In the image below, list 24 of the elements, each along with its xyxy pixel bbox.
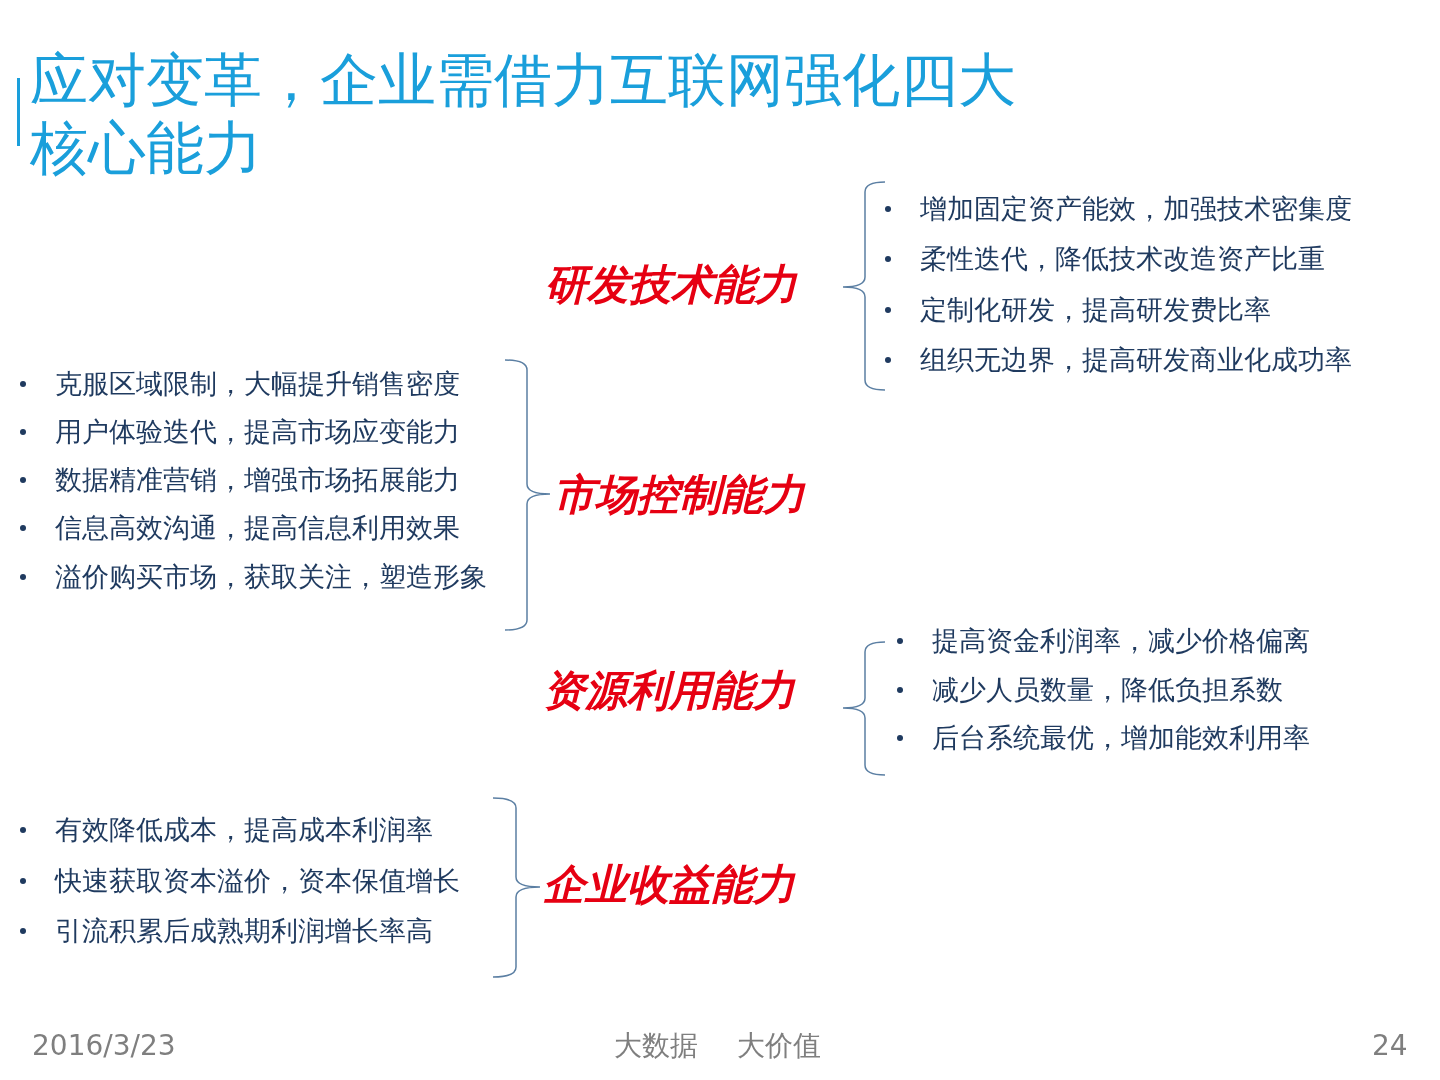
bullet-text: 快速获取资本溢价，资本保值增长 [55, 864, 460, 898]
bullet-text: 溢价购买市场，获取关注，塑造形象 [55, 560, 487, 594]
capability-heading: 研发技术能力 [545, 259, 797, 311]
slide-title: 应对变革，企业需借力互联网强化四大核心能力 [30, 46, 1017, 182]
bullet-text: 数据精准营销，增强市场拓展能力 [55, 463, 460, 497]
page-number: 24 [1372, 1029, 1408, 1063]
bullet-text: 用户体验迭代，提高市场应变能力 [55, 415, 460, 449]
bullet-text: 增加固定资产能效，加强技术密集度 [920, 192, 1352, 226]
bullet-text: 提高资金利润率，减少价格偏离 [932, 624, 1310, 658]
bullet-text: 减少人员数量，降低负担系数 [932, 673, 1283, 707]
bullet-text: 有效降低成本，提高成本利润率 [55, 813, 433, 847]
capability-heading: 企业收益能力 [543, 859, 795, 911]
slide-date: 2016/3/23 [32, 1029, 176, 1063]
bullet-text: 定制化研发，提高研发费比率 [920, 293, 1271, 327]
bullet-text: 后台系统最优，增加能效利用率 [932, 721, 1310, 755]
capability-heading: 市场控制能力 [553, 469, 805, 521]
capability-heading: 资源利用能力 [543, 665, 795, 717]
bullet-text: 克服区域限制，大幅提升销售密度 [55, 367, 460, 401]
bullet-text: 信息高效沟通，提高信息利用效果 [55, 511, 460, 545]
bullet-text: 引流积累后成熟期利润增长率高 [55, 914, 433, 948]
footer-slogan: 大数据 [614, 1029, 698, 1063]
footer-slogan: 大价值 [737, 1029, 821, 1063]
bullet-text: 组织无边界，提高研发商业化成功率 [920, 343, 1352, 377]
bullet-text: 柔性迭代，降低技术改造资产比重 [920, 242, 1325, 276]
